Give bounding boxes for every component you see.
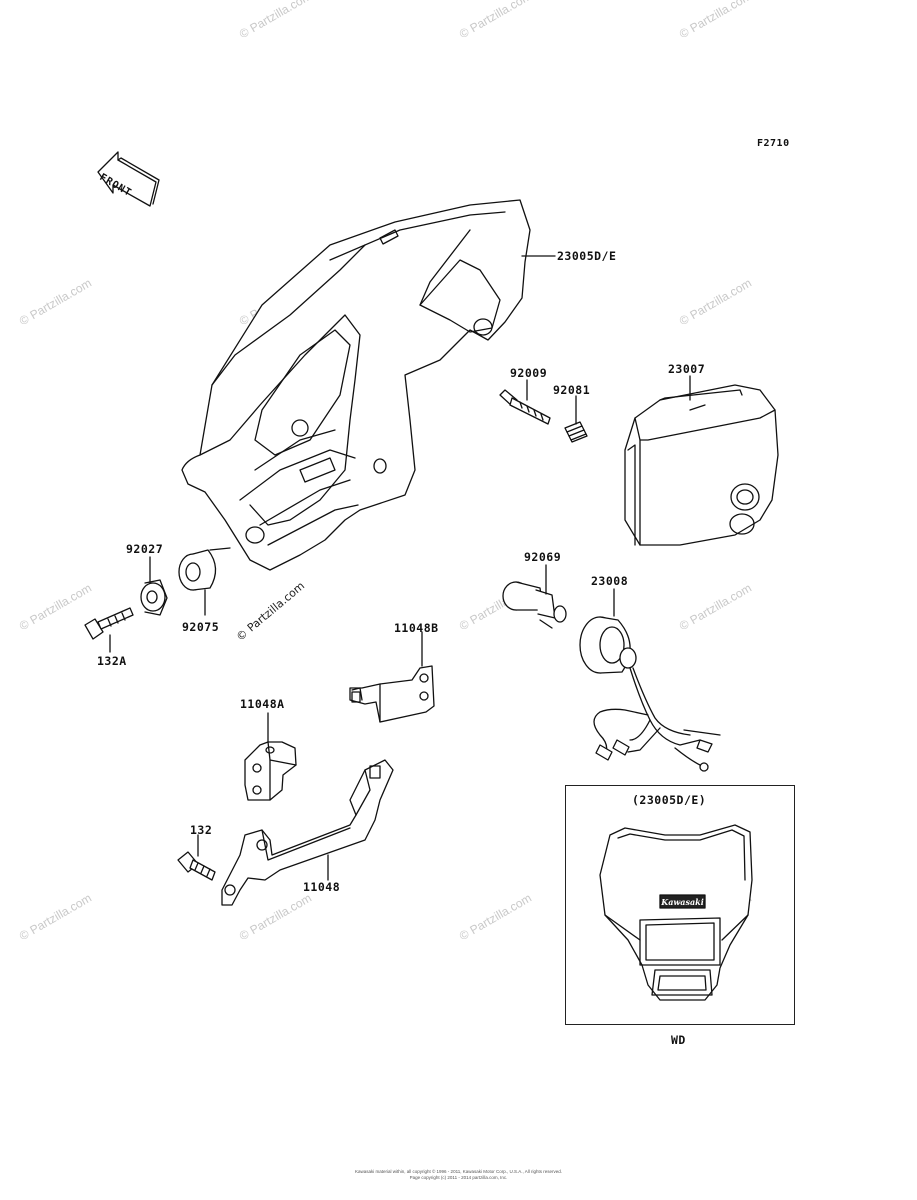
bracket-11048 (221, 759, 394, 906)
copyright-footer: Kawasaki material within, all copyright … (0, 1169, 917, 1181)
part-label-132: 132 (190, 823, 213, 837)
inset-headlight-cover-wd (599, 824, 753, 1001)
screw-92009 (499, 389, 551, 425)
spring-92081 (564, 421, 588, 443)
figure-code: F2710 (757, 138, 790, 149)
part-label-92027: 92027 (126, 542, 164, 556)
bracket-11048b (349, 665, 435, 723)
inset-box (565, 785, 795, 1025)
part-label-132a: 132A (97, 654, 127, 668)
grommet-92075 (178, 547, 231, 591)
part-label-92069: 92069 (524, 550, 562, 564)
bulb-92069 (502, 581, 567, 629)
part-label-92075: 92075 (182, 620, 220, 634)
headlight-unit-23007 (624, 384, 779, 546)
collar-92027 (140, 579, 168, 616)
part-label-11048: 11048 (303, 880, 341, 894)
footer-line-2: Page copyright (c) 2011 - 2014 partzilla… (409, 1175, 508, 1180)
headlight-cover-23005de (181, 199, 531, 571)
part-label-23008: 23008 (591, 574, 629, 588)
part-label-11048a: 11048A (240, 697, 285, 711)
part-label-92081: 92081 (553, 383, 591, 397)
part-label-23007: 23007 (668, 362, 706, 376)
bolt-132a (84, 607, 134, 640)
front-arrow-icon (97, 151, 160, 207)
inset-caption: WD (671, 1033, 686, 1047)
bracket-11048a (244, 741, 297, 801)
footer-line-1: Kawasaki material within, all copyright … (354, 1169, 563, 1174)
socket-harness-23008 (579, 616, 721, 772)
part-label-23005de: 23005D/E (557, 249, 617, 263)
part-label-11048b: 11048B (394, 621, 439, 635)
bolt-132 (177, 851, 216, 881)
inset-title: (23005D/E) (632, 793, 707, 807)
part-label-92009: 92009 (510, 366, 548, 380)
kawasaki-badge: Kawasaki (661, 897, 704, 907)
